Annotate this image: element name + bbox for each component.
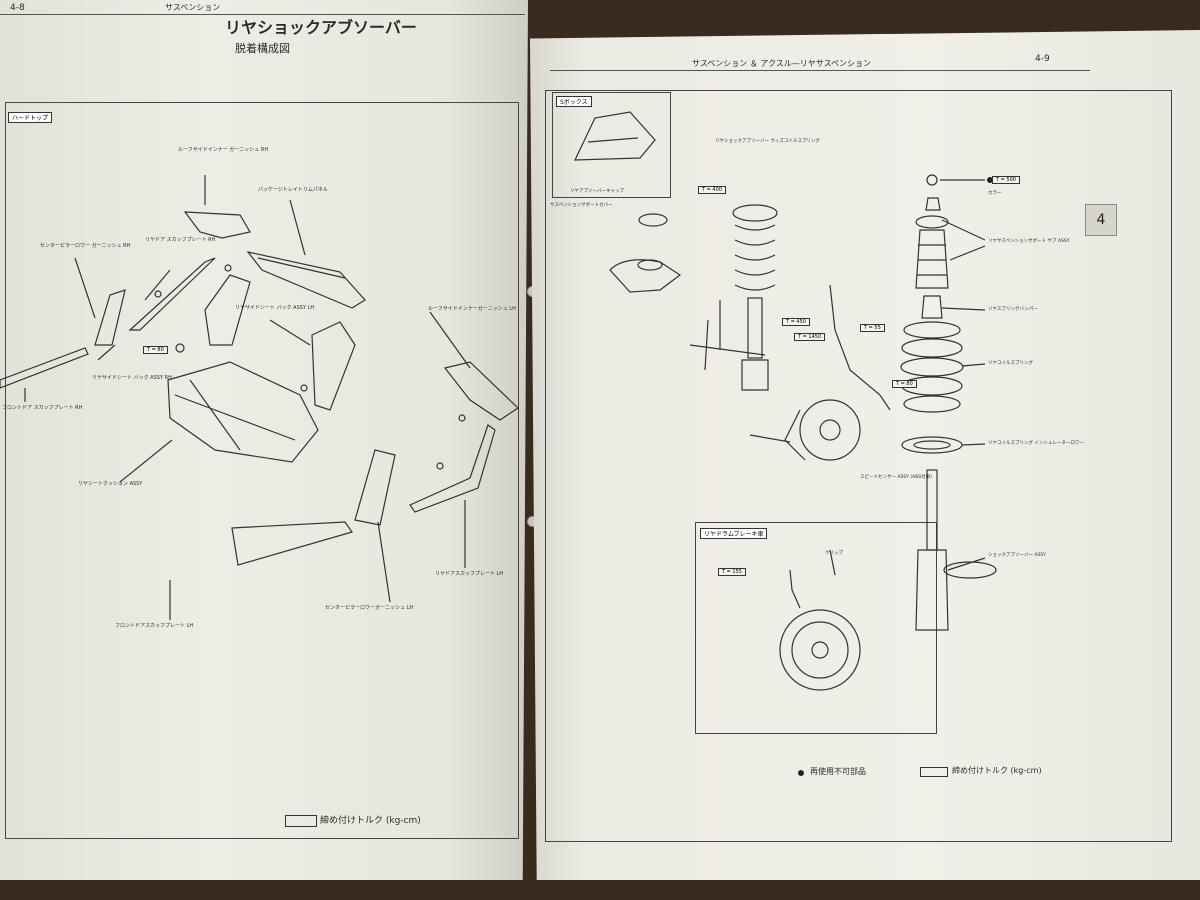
left-page: 4-8 サスペンション リヤショックアブソーバー 脱着構成図 ハードトップ [0, 0, 528, 880]
torque-tag: T = 400 [698, 186, 726, 194]
part-label: リヤシートクッション ASSY [78, 481, 143, 487]
part-label: スピードセンサー ASSY (ABS付車) [860, 475, 932, 480]
part-label: リヤショックアブソーバー ウィズコイルスプリング [715, 139, 820, 144]
part-label: リヤドア スカッフプレート RH [145, 237, 216, 243]
nonreusable-dot-icon [798, 770, 804, 776]
page-subtitle: 脱着構成図 [235, 42, 290, 55]
running-header: サスペンション [165, 3, 221, 12]
part-label: リヤアブソーバーキャップ [570, 189, 624, 194]
part-label: ショックアブソーバー ASSY [988, 553, 1046, 558]
torque-legend: 締め付けトルク (kg-cm) [320, 816, 421, 826]
part-label: リヤコイルスプリング インシュレーターロワー [988, 441, 1084, 446]
part-label: センターピラーロワーガーニッシュ LH [325, 605, 414, 611]
torque-tag: T = 55 [860, 324, 885, 332]
nonreusable-legend: 再使用不可部品 [810, 767, 866, 776]
torque-tag: T = 80 [143, 346, 168, 354]
s-box-label: Sボックス [556, 96, 592, 107]
torque-tag: T = 500 [992, 176, 1020, 184]
section-label: ハードトップ [8, 112, 53, 123]
torque-legend: 締め付けトルク (kg-cm) [952, 766, 1042, 775]
part-label: リヤサイドシート バック ASSY LH [235, 305, 315, 311]
drum-brake-label: リヤドラムブレーキ車 [700, 528, 768, 539]
s-box-inset [552, 92, 671, 198]
running-header: サスペンション ＆ アクスル—リヤサスペンション [692, 59, 872, 68]
part-label: パッケージトレイトリムパネル [258, 187, 328, 193]
left-exploded-diagram [0, 175, 519, 620]
right-exploded-diagram [574, 111, 997, 691]
torque-tag: T = 155 [718, 568, 746, 576]
header-rule [550, 70, 1090, 71]
part-label: センターピラーロワー ガーニッシュ RH [40, 243, 131, 249]
diagram-frame [5, 102, 519, 839]
part-label: リヤコイルスプリング [988, 361, 1033, 366]
page-number: 4-8 [10, 3, 25, 13]
part-label: ルーフサイドインナーガーニッシュ LH [428, 306, 516, 312]
part-label: サスペンションサポートカバー [550, 203, 613, 208]
part-label: リヤドアスカッフプレート LH [435, 571, 504, 577]
right-page: サスペンション ＆ アクスル—リヤサスペンション 4-9 Sボックス リヤアブソ… [530, 30, 1200, 880]
torque-tag: T = 450 [782, 318, 810, 326]
diagram-frame [545, 90, 1172, 842]
page-title: リヤショックアブソーバー [225, 18, 417, 37]
torque-tag: T = 80 [892, 380, 917, 388]
torque-legend-box [285, 815, 317, 827]
part-label: フロントドアスカッフプレート LH [115, 623, 194, 629]
part-label: リヤスプリングバンパー [988, 307, 1038, 312]
torque-legend-box [920, 767, 948, 777]
part-label: フロントドア スカッフプレート RH [2, 405, 83, 411]
part-label: カラー [988, 191, 1002, 196]
drum-brake-inset [695, 522, 937, 734]
torque-tag: T = 1450 [794, 333, 826, 341]
part-label: クリップ [825, 551, 843, 556]
header-rule [0, 14, 525, 15]
part-label: ルーフサイドインナー ガーニッシュ RH [178, 147, 269, 153]
chapter-tab: 4 [1085, 204, 1117, 236]
page-number: 4-9 [1035, 54, 1050, 64]
part-label: リヤサイドシート バック ASSY RH [92, 375, 172, 381]
part-label: リヤサスペンションサポート サブ ASSY [988, 239, 1070, 244]
